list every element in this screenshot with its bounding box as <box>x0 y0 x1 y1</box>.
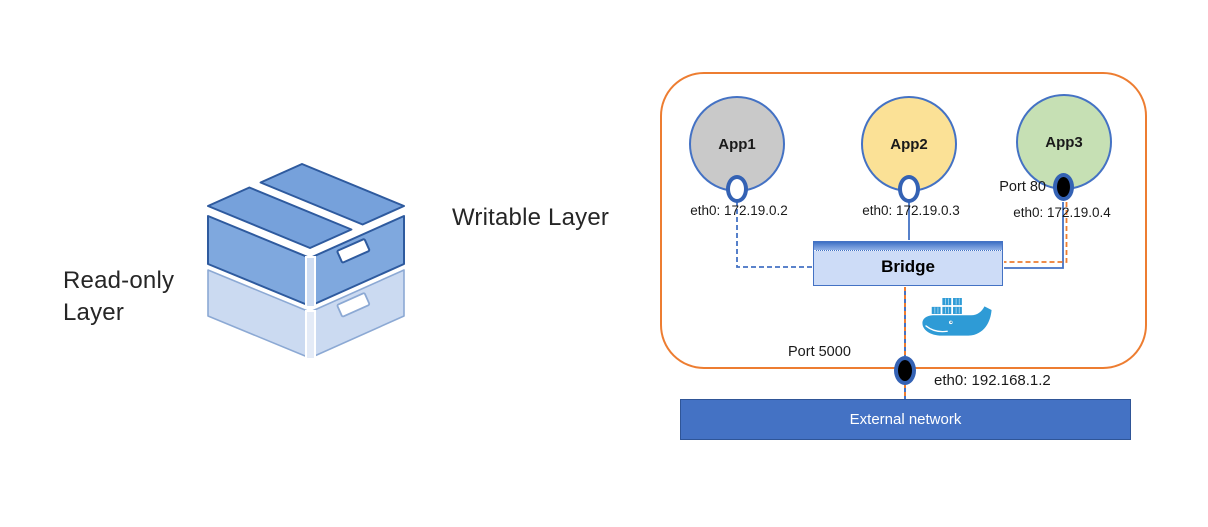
writable-layer-handle <box>336 238 371 264</box>
docker-whale-icon <box>922 297 992 336</box>
box-corner-gap <box>305 310 316 360</box>
bridge-label: Bridge <box>881 257 935 276</box>
writable-layer-shape <box>207 163 405 308</box>
app2-label: App2 <box>890 135 928 153</box>
app1-label: App1 <box>718 135 756 153</box>
app3-label: App3 <box>1045 133 1083 151</box>
external-network-bar: External network <box>680 399 1131 440</box>
host-port-5000-label: Port 5000 <box>788 344 851 360</box>
host-eth-label: eth0: 192.168.1.2 <box>934 372 1051 389</box>
app3-eth-label: eth0: 172.19.0.4 <box>1013 205 1111 220</box>
app1-eth-port-icon <box>726 175 748 203</box>
writable-layer-label: Writable Layer <box>452 204 610 231</box>
readonly-layer-shape <box>207 269 405 360</box>
bridge-network: Bridge <box>813 241 1003 286</box>
host-port-5000-icon <box>894 356 916 385</box>
app2-eth-label: eth0: 172.19.0.3 <box>862 203 960 218</box>
app3-port-80-label: Port 80 <box>999 179 1046 195</box>
bridge-top-strip <box>814 242 1002 251</box>
image-layers-illustration <box>207 163 405 360</box>
app2-eth-port-icon <box>898 175 920 203</box>
readonly-layer-handle <box>336 292 371 318</box>
box-corner-gap <box>305 256 316 308</box>
app3-port-80-icon <box>1053 173 1074 201</box>
external-network-label: External network <box>849 411 962 428</box>
app1-eth-label: eth0: 172.19.0.2 <box>690 203 788 218</box>
readonly-layer-label: Read-only Layer <box>63 267 175 326</box>
